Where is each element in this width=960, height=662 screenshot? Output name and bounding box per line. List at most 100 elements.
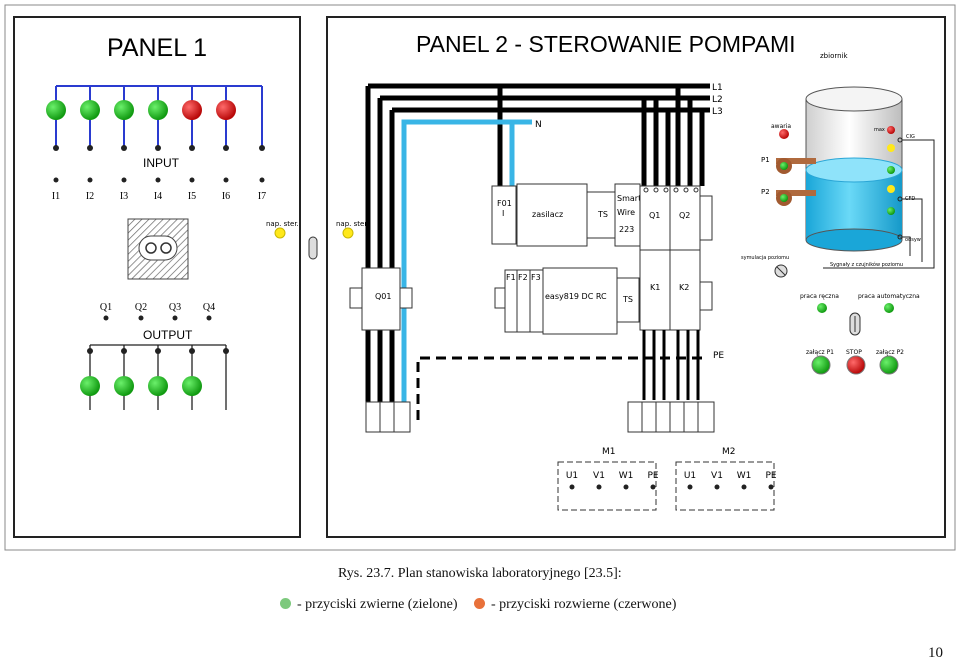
output-terminal-dot — [138, 315, 144, 321]
level-lamp — [887, 144, 895, 152]
input-terminal-label: I2 — [86, 191, 94, 202]
socket-pin-icon — [160, 242, 172, 254]
simulation-label: symulacja poziomu — [741, 255, 789, 261]
level-lamp — [887, 185, 895, 193]
power-supply-label: zasilacz — [532, 210, 563, 219]
line-label-l2: L2 — [712, 95, 723, 105]
start-p1-button[interactable] — [811, 355, 831, 375]
motor-terminal-label: W1 — [619, 471, 634, 481]
breaker-f01 — [491, 185, 517, 245]
panel-switch-icon — [308, 236, 318, 260]
input-buttons[interactable] — [46, 100, 236, 120]
output-button-1[interactable] — [80, 376, 100, 396]
input-terminal-dot — [121, 177, 127, 183]
terminal-block — [627, 401, 715, 433]
manual-mode-label: praca ręczna — [800, 293, 839, 300]
pump-p1-icon — [776, 158, 816, 174]
nap-ster-label-1: nap. ster. — [266, 220, 299, 228]
easy-label: easy819 DC RC — [545, 292, 607, 301]
max-label: max — [874, 127, 885, 133]
input-terminal-label: I6 — [222, 191, 230, 202]
fuses-f1-f3 — [504, 269, 544, 333]
input-terminal-dot — [155, 177, 161, 183]
input-terminal-label: I4 — [154, 191, 162, 202]
ts-label-1: TS — [597, 210, 608, 219]
input-label: INPUT — [143, 156, 180, 170]
motor-m2-box — [675, 461, 775, 511]
odsyw-label: odsyw — [905, 237, 921, 243]
input-terminal-label: I5 — [188, 191, 196, 202]
contactor-q2 — [669, 185, 701, 251]
indicator-lamp — [342, 227, 354, 239]
q01-label: Q01 — [375, 292, 391, 301]
neutral-label: N — [535, 120, 542, 130]
contactor-k2 — [669, 249, 701, 331]
input-terminal-dot — [189, 177, 195, 183]
contactor-q1 — [639, 185, 671, 251]
panel-1-title: PANEL 1 — [107, 34, 207, 62]
k2-label: K2 — [679, 283, 689, 292]
motor-terminal-dot — [623, 484, 629, 490]
indicator-lamp — [274, 227, 286, 239]
pump-p2-label: P2 — [761, 188, 770, 196]
input-terminal-dot — [259, 177, 265, 183]
auto-mode-lamp — [884, 303, 894, 313]
output-label: OUTPUT — [143, 328, 193, 342]
input-button-3[interactable] — [114, 100, 134, 120]
motor-terminal-dot — [768, 484, 774, 490]
motor-terminal-dot — [741, 484, 747, 490]
fuse-label: F2 — [518, 273, 528, 282]
input-terminal-dot — [53, 177, 59, 183]
fuse-label: F3 — [531, 273, 541, 282]
input-button-1[interactable] — [46, 100, 66, 120]
awaria-lamp — [779, 129, 789, 139]
q2-label: Q2 — [679, 211, 690, 220]
output-button-4[interactable] — [182, 376, 202, 396]
output-terminal-label: Q1 — [100, 302, 112, 313]
motor-terminal-label: V1 — [711, 471, 723, 481]
socket-pin-icon — [145, 242, 157, 254]
power-supply — [516, 183, 588, 247]
output-button-3[interactable] — [148, 376, 168, 396]
output-button-2[interactable] — [114, 376, 134, 396]
nap-ster-label-2: nap. ster. — [336, 220, 369, 228]
power-busbars — [365, 83, 710, 420]
pe-label: PE — [713, 351, 724, 361]
neutral-wire — [401, 119, 532, 420]
input-button-6[interactable] — [216, 100, 236, 120]
green-dot-icon — [280, 598, 291, 609]
motor-terminal-dot — [687, 484, 693, 490]
input-button-5[interactable] — [182, 100, 202, 120]
output-buttons[interactable] — [80, 376, 202, 396]
orange-dot-icon — [474, 598, 485, 609]
input-button-2[interactable] — [80, 100, 100, 120]
input-terminal-label: I1 — [52, 191, 60, 202]
start-p1-label: załącz P1 — [806, 349, 834, 356]
f01-label: F01 — [497, 199, 512, 208]
f01-sub-label: I — [502, 209, 504, 218]
motor-terminal-dot — [569, 484, 575, 490]
page-number: 10 — [928, 645, 943, 661]
input-button-4[interactable] — [148, 100, 168, 120]
motor-terminal-label: PE — [765, 471, 776, 481]
motor-terminal-label: PE — [647, 471, 658, 481]
motor-terminal-label: U1 — [566, 471, 578, 481]
stop-label: STOP — [846, 349, 862, 356]
stop-button[interactable] — [846, 355, 866, 375]
line-label-l3: L3 — [712, 107, 723, 117]
start-p2-label: załącz P2 — [876, 349, 904, 356]
level-max-lamp — [887, 126, 895, 134]
motor-m1-label: M1 — [602, 447, 616, 457]
panel-2-title: PANEL 2 - STEROWANIE POMPAMI — [416, 31, 796, 57]
start-p2-button[interactable] — [879, 355, 899, 375]
motor-terminal-label: U1 — [684, 471, 696, 481]
legend-red: - przyciski rozwierne (czerwone) — [474, 597, 676, 613]
ts-label-2: TS — [622, 295, 633, 304]
motor-terminal-dot — [650, 484, 656, 490]
output-terminal-label: Q4 — [203, 302, 215, 313]
terminal-block — [365, 401, 411, 433]
input-terminal-label: I7 — [258, 191, 266, 202]
